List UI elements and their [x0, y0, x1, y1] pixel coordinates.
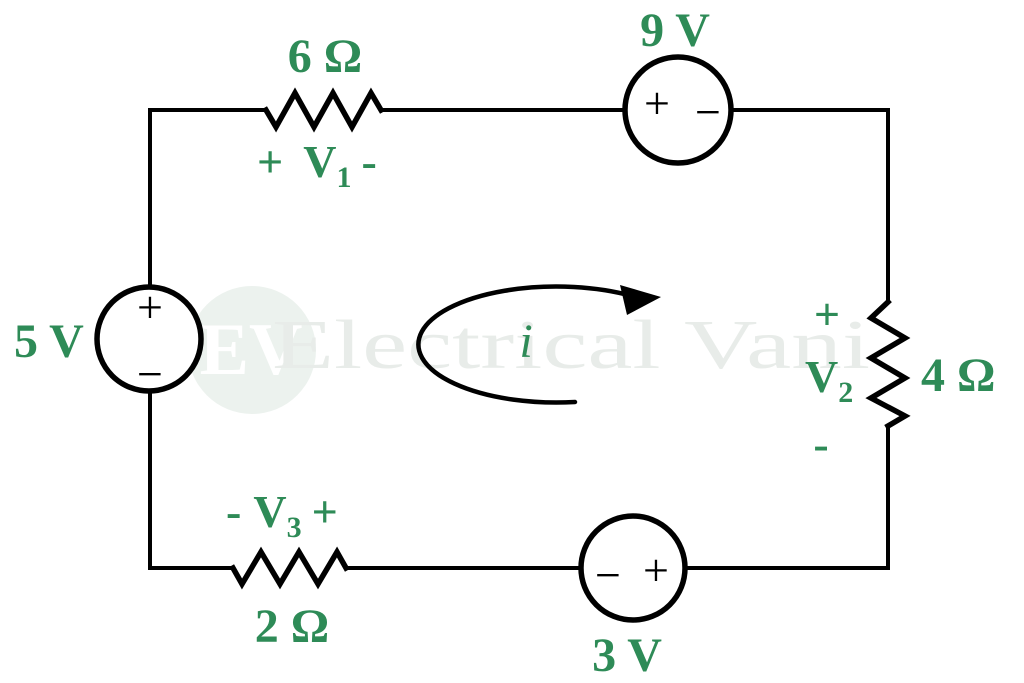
label-v3-polarity: -V3 + [226, 486, 338, 544]
wire-top-right [729, 108, 890, 304]
v2-minus-sign: - [813, 419, 828, 470]
v3-plus-sign: + [312, 486, 338, 537]
wire-right-bottom [683, 424, 890, 570]
current-loop-arrow [416, 284, 635, 405]
label-v1-polarity: + V1- [257, 136, 377, 194]
source-5v-minus-sign: − [137, 349, 163, 400]
resistor-6ohm-symbol [262, 87, 385, 133]
watermark-brand-text: Electrical Vani [272, 307, 870, 384]
resistor-4ohm-symbol [865, 298, 911, 430]
label-source-5v: 5 V [14, 315, 84, 368]
source-3v-minus-sign: − [595, 550, 621, 601]
source-5v-plus-sign: + [137, 282, 163, 333]
source-9v-plus-sign: + [644, 78, 670, 129]
resistor-2ohm-symbol [229, 546, 350, 590]
v1-subscript: 1 [336, 161, 351, 194]
label-v2-name: V2 [805, 351, 853, 409]
source-9v-circle [622, 54, 734, 166]
v3-subscript: 3 [287, 511, 302, 544]
watermark-badge-text: EV [200, 309, 303, 391]
v1-voltage-name: V [303, 136, 336, 187]
current-label: i [519, 315, 532, 368]
v1-minus-sign: - [361, 136, 376, 187]
v2-subscript: 2 [838, 376, 853, 409]
source-5v-circle [94, 284, 204, 394]
v1-plus-sign: + [257, 136, 283, 187]
label-source-9v: 9 V [640, 4, 710, 57]
label-resistor-2ohm: 2 Ω [255, 600, 329, 653]
label-resistor-6ohm: 6 Ω [288, 30, 362, 83]
v2-plus-sign: + [814, 289, 840, 340]
source-3v-plus-sign: + [643, 545, 669, 596]
v2-voltage-name: V [805, 351, 838, 402]
current-arrowhead-icon [620, 285, 661, 315]
source-3v-circle [578, 513, 688, 623]
watermark: EV Electrical Vani [188, 286, 870, 414]
v3-minus-sign: - [226, 486, 241, 537]
wire-bottom-left [148, 389, 235, 570]
watermark-badge-circle [188, 286, 316, 414]
source-9v-minus-sign: − [695, 87, 721, 138]
v3-voltage-name: V [253, 486, 286, 537]
wire-left-top [148, 108, 268, 289]
label-resistor-4ohm: 4 Ω [921, 349, 995, 402]
label-source-3v: 3 V [592, 629, 662, 682]
